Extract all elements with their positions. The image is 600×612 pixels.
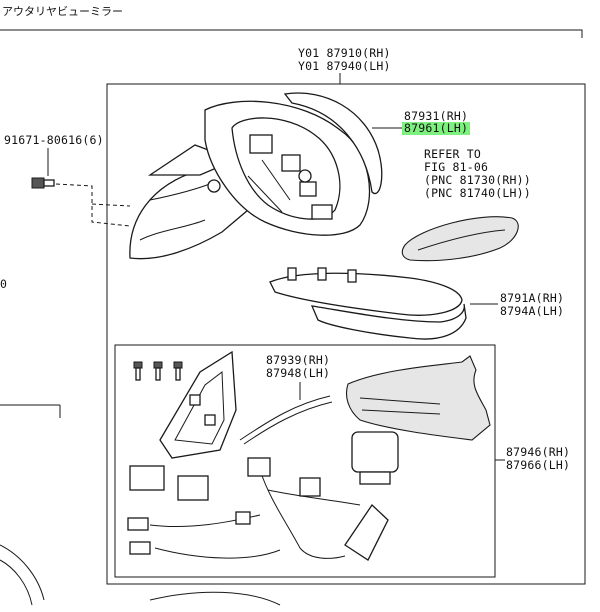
bolt-icon [31,177,55,189]
turn-signal-drawing [401,216,519,262]
wire-harness-drawing [127,395,389,561]
label-sub-lh: 87966(LH) [506,458,571,472]
connector-4 [299,477,321,497]
label-left-edge: 0 [0,277,8,291]
sub-assembly-box [114,344,496,578]
label-assy-lh: Y01 87940(LH) [298,59,391,73]
bracket-drawing [159,350,237,459]
mirror-body-drawing [129,100,371,260]
label-refer-2: FIG 81-06 [424,160,489,174]
connector-7 [235,511,251,525]
adjacent-part-edge-3 [149,591,281,606]
label-mirror-rh: 8791A(RH) [500,291,565,305]
label-assy-rh: Y01 87910(RH) [298,46,391,60]
label-mirror-lh: 8794A(LH) [500,304,565,318]
label-sub-rh: 87946(RH) [506,445,571,459]
adjacent-part-edge [0,544,45,601]
screw-icons [133,361,183,381]
connector-6 [129,541,151,555]
label-refer-1: REFER TO [424,147,481,161]
cover-drawing [283,92,383,195]
dash-line-1 [55,183,131,227]
dash-line-2 [91,203,131,207]
label-bolt: 91671-80616(6) [4,133,104,147]
mirror-glass-drawing [269,267,467,340]
connector-5 [127,517,149,531]
connector-3 [247,457,271,477]
label-cover-lh-highlighted: 87961(LH) [402,121,471,135]
label-cover-rh: 87931(RH) [404,109,469,123]
adjacent-part-edge-2 [0,559,33,606]
motor-drawing [345,355,491,485]
connector-1 [129,465,165,491]
assembly-box [106,83,586,585]
connector-2 [177,475,209,501]
label-refer-3: (PNC 81730(RH)) [424,173,531,187]
label-refer-4: (PNC 81740(LH)) [424,186,531,200]
outer-frame [0,29,583,38]
label-wire-rh: 87939(RH) [266,353,331,367]
diagram-title: アウタリヤビューミラー [2,5,123,18]
label-wire-lh: 87948(LH) [266,366,331,380]
